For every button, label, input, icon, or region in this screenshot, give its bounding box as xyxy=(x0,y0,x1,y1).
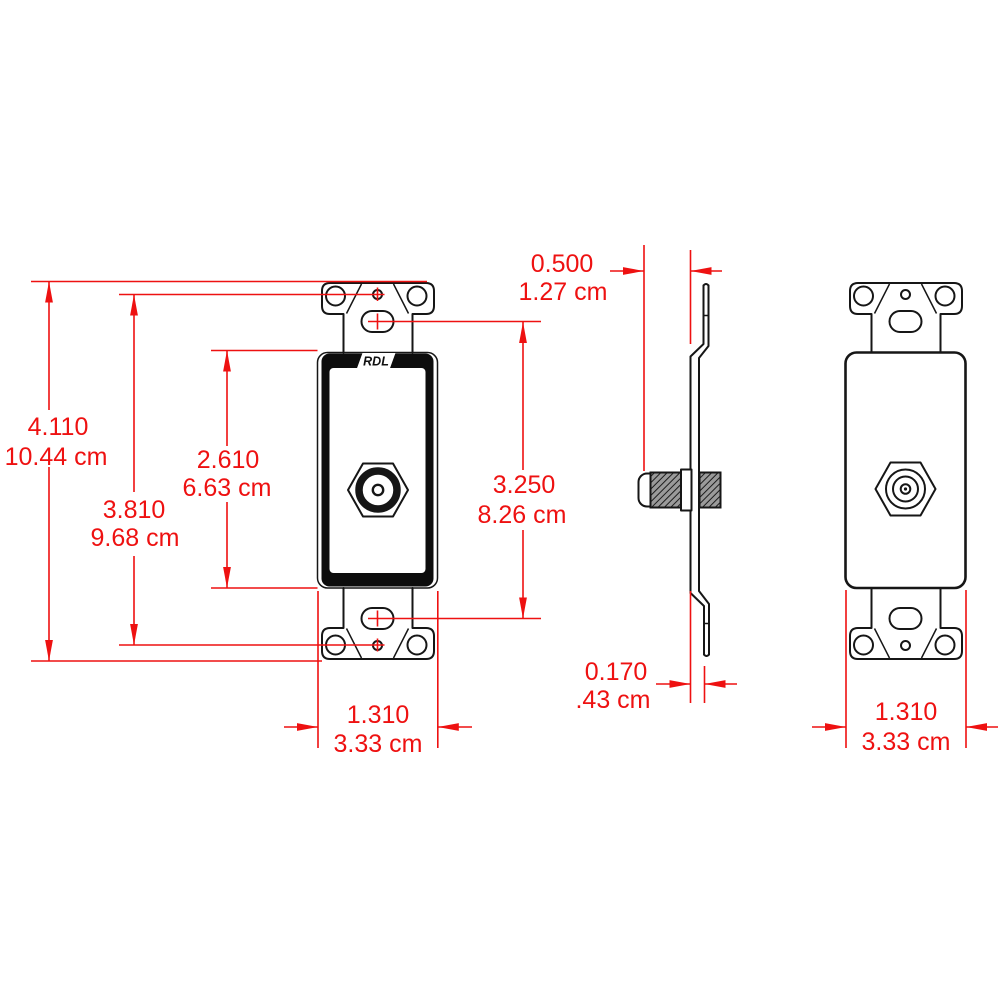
dimension-annotations: 4.110 10.44 cm 3.810 9.68 cm 2.610 6.63 … xyxy=(5,245,998,758)
connector-thread-front xyxy=(649,471,682,509)
front-top-right-screw-hole xyxy=(406,285,428,307)
connector-ring-front xyxy=(355,467,401,513)
side-profile-front-face xyxy=(689,284,705,656)
connector-nose xyxy=(637,472,652,508)
rear-top-mounting-slot xyxy=(888,310,923,333)
front-view: RDL xyxy=(316,282,439,660)
rear-bottom-right-screw-hole xyxy=(934,634,956,656)
side-profile-end-caps xyxy=(702,283,710,657)
f-connector-side xyxy=(637,468,722,512)
rear-bottom-mounting-slot xyxy=(888,607,923,630)
front-top-ear-bend-lines xyxy=(345,283,410,314)
dim-hole-spacing-cm: 9.68 cm xyxy=(91,524,180,552)
dim-front-width-cm: 3.33 cm xyxy=(334,730,423,758)
dim-front-width: 1.310 3.33 cm xyxy=(284,591,472,758)
front-bottom-ear-bend-lines xyxy=(345,628,410,659)
connector-center-pin-rear xyxy=(903,487,908,491)
front-top-left-screw-hole xyxy=(325,285,346,307)
front-plate-outline xyxy=(316,351,439,589)
rear-view xyxy=(844,282,967,660)
dim-opening-height-cm: 6.63 cm xyxy=(183,474,272,502)
rear-top-left-screw-hole xyxy=(853,285,874,307)
dim-connector-protrusion-in: 0.500 xyxy=(531,250,594,278)
f-connector-rear xyxy=(874,461,937,517)
dim-hole-spacing-in: 3.810 xyxy=(103,496,166,524)
dim-rear-width-cm: 3.33 cm xyxy=(862,728,951,756)
rear-bottom-mounting-ear xyxy=(849,587,963,660)
connector-inner-circle-rear xyxy=(899,483,912,495)
front-top-mounting-ear xyxy=(321,282,435,354)
rear-top-ear-bend-lines xyxy=(873,283,938,314)
dim-connector-protrusion: 0.500 1.27 cm xyxy=(519,245,722,471)
rear-bottom-left-screw-hole xyxy=(853,634,874,656)
dim-bracket-offset-cm: .43 cm xyxy=(575,686,650,714)
dim-front-width-in: 1.310 xyxy=(347,701,410,729)
dim-bracket-offset: 0.170 .43 cm xyxy=(575,591,737,714)
f-connector-front xyxy=(347,462,409,518)
dim-overall-height-cm: 10.44 cm xyxy=(5,443,108,471)
dim-rear-width: 1.310 3.33 cm xyxy=(812,590,998,756)
dim-overall-height: 4.110 10.44 cm xyxy=(5,280,427,662)
connector-center-front xyxy=(371,483,385,497)
connector-mid-circle-rear xyxy=(892,475,919,503)
dim-connector-protrusion-cm: 1.27 cm xyxy=(519,278,608,306)
brand-logo: RDL xyxy=(363,355,389,369)
front-bottom-mounting-ear xyxy=(321,587,435,660)
dim-slot-spacing: 3.250 8.26 cm xyxy=(368,313,567,627)
side-slot-edge-ticks xyxy=(703,314,709,625)
dim-hole-spacing: 3.810 9.68 cm xyxy=(91,287,385,652)
logo-notch xyxy=(356,353,396,370)
dim-overall-height-in: 4.110 xyxy=(28,413,89,441)
side-view xyxy=(637,283,722,657)
rear-bottom-ear-bend-lines xyxy=(873,628,938,659)
dim-slot-spacing-cm: 8.26 cm xyxy=(478,501,567,529)
connector-thread-rear xyxy=(698,471,722,509)
connector-washer xyxy=(680,468,693,512)
rear-bottom-center-hole xyxy=(900,640,911,651)
rear-top-mounting-ear xyxy=(849,282,963,354)
rear-top-center-hole xyxy=(900,289,911,300)
rear-top-right-screw-hole xyxy=(934,285,956,307)
dim-opening-height: 2.610 6.63 cm xyxy=(183,349,318,589)
dim-rear-width-in: 1.310 xyxy=(875,698,938,726)
dim-opening-height-in: 2.610 xyxy=(197,446,260,474)
dim-slot-spacing-in: 3.250 xyxy=(493,471,556,499)
connector-outer-circle-rear xyxy=(885,468,926,510)
dim-bracket-offset-in: 0.170 xyxy=(585,658,648,686)
front-bottom-right-screw-hole xyxy=(406,634,428,656)
